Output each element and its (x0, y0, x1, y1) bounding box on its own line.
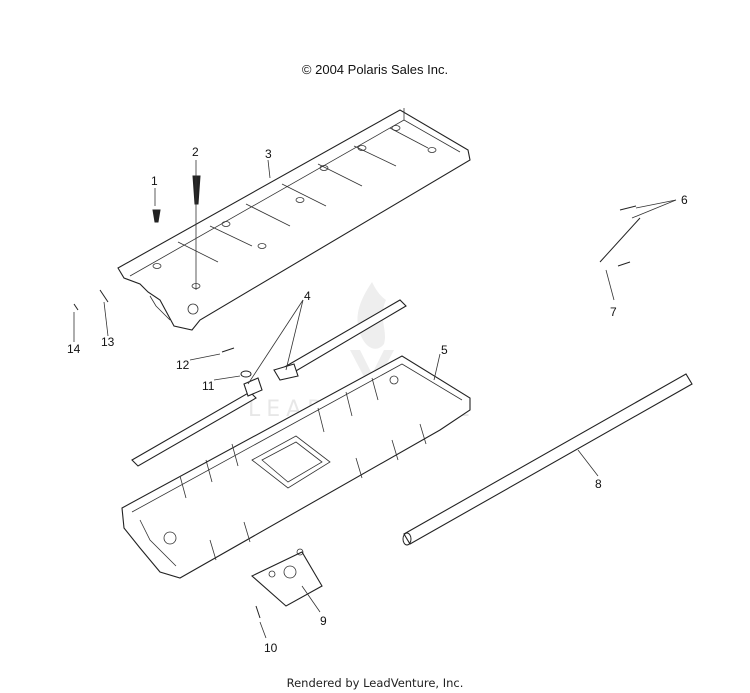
latch-plate-part (251, 548, 323, 607)
callout-12: 12 (176, 358, 190, 372)
callout-5: 5 (441, 343, 448, 357)
callout-6: 6 (681, 193, 688, 207)
top-cover-part (117, 108, 471, 331)
callout-1: 1 (151, 174, 158, 188)
callout-13: 13 (101, 335, 115, 349)
lower-pan-part (121, 355, 471, 579)
strap-part (131, 299, 407, 467)
callout-10: 10 (264, 641, 278, 655)
callout-4: 4 (304, 289, 311, 303)
rendered-by-text: Rendered by LeadVenture, Inc. (286, 676, 464, 690)
rod-part (402, 373, 693, 546)
fasteners (73, 175, 641, 619)
callout-8: 8 (595, 477, 602, 491)
callout-3: 3 (265, 147, 272, 161)
leader-lines (73, 159, 677, 639)
callout-11: 11 (202, 379, 215, 393)
callout-14: 14 (67, 342, 81, 356)
callout-2: 2 (192, 145, 199, 159)
copyright-text: © 2004 Polaris Sales Inc. (301, 62, 449, 77)
callout-9: 9 (320, 614, 327, 628)
callout-7: 7 (610, 305, 617, 319)
